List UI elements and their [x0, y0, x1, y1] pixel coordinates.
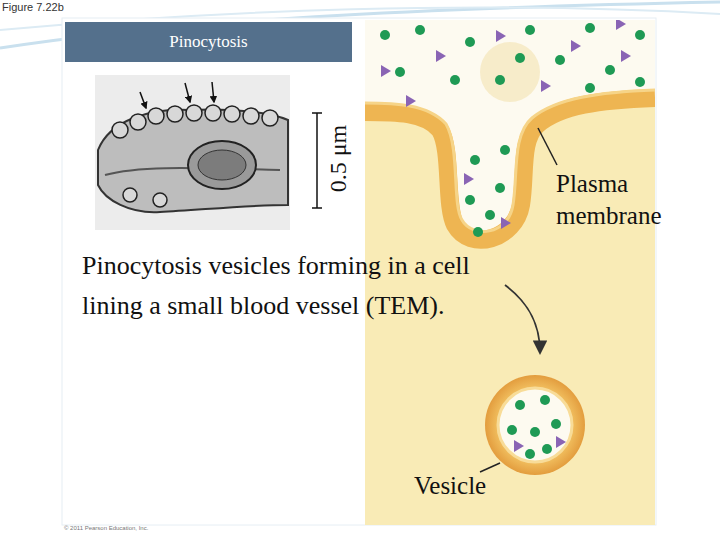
leader-line [480, 463, 500, 472]
figure-number: Figure 7.22b [2, 1, 122, 13]
copyright-note: © 2011 Pearson Education, Inc. [64, 525, 264, 531]
part-label: Vesicle [414, 472, 534, 500]
leader-line [538, 128, 557, 165]
part-label: Plasma membrane [556, 168, 706, 232]
tem-micrograph [95, 75, 290, 230]
scale-label: 0.5 μm [325, 109, 352, 209]
figure-caption: Pinocytosis vesicles forming in a cell l… [82, 246, 472, 326]
content-frame [62, 18, 656, 525]
panel-heading: Pinocytosis [169, 32, 247, 52]
header-band: Pinocytosis [65, 22, 352, 62]
scale-bar [312, 113, 322, 208]
